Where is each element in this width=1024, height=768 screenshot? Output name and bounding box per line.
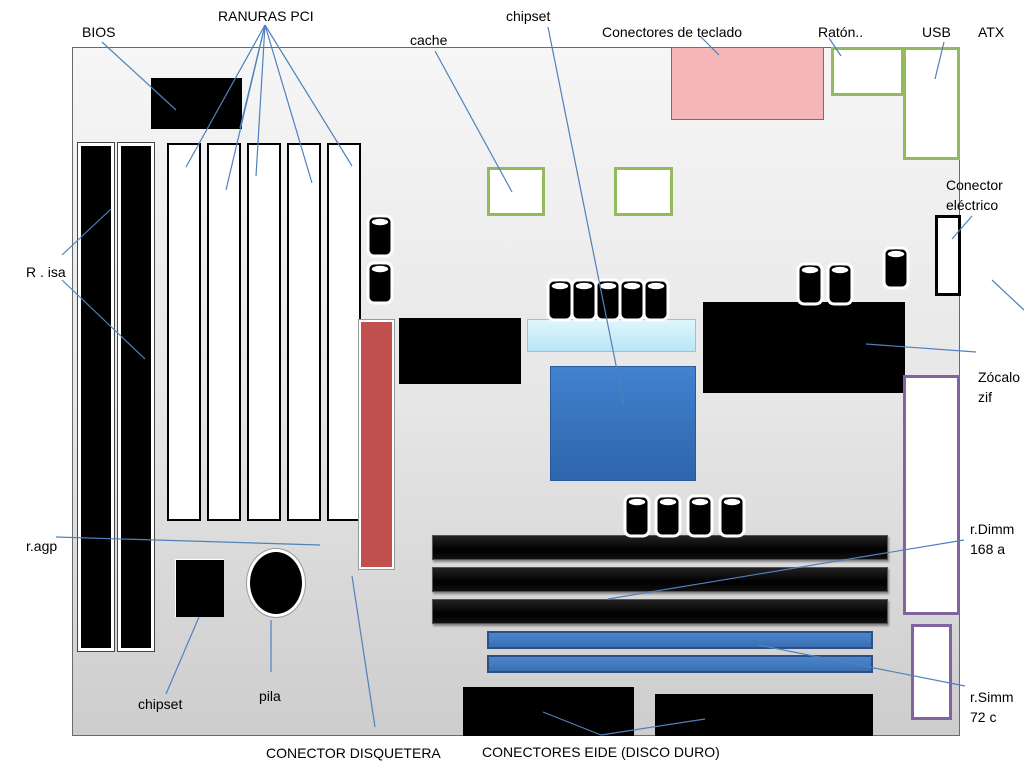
label-zocalo-1: Zócalo xyxy=(978,369,1021,385)
label-r-dimm-2: 168 a xyxy=(970,541,1006,557)
right-connector-tall xyxy=(903,375,960,615)
pci-slot xyxy=(207,143,241,521)
pci-slot xyxy=(287,143,321,521)
label-ranuras-pci: RANURAS PCI xyxy=(218,8,314,24)
isa-slot xyxy=(118,143,154,651)
label-r-agp: r.agp xyxy=(26,538,58,554)
dimm-slot xyxy=(432,535,888,560)
label-r-simm-2: 72 c xyxy=(970,709,997,725)
simm-slot xyxy=(487,655,873,673)
battery xyxy=(247,549,305,617)
keyboard-connector xyxy=(671,47,824,120)
label-conector-electrico-2: eléctrico xyxy=(946,197,999,213)
label-chipset-bottom: chipset xyxy=(138,696,183,712)
eide-connector xyxy=(655,694,873,736)
cache-chip xyxy=(487,167,545,216)
pci-slot xyxy=(327,143,361,521)
right-connector-small xyxy=(911,624,952,720)
label-cache: cache xyxy=(410,32,448,48)
chipset-small xyxy=(175,559,224,617)
label-raton: Ratón.. xyxy=(818,24,864,40)
bios-chip xyxy=(151,78,242,129)
northbridge-chipset xyxy=(550,366,696,481)
dimm-slot xyxy=(432,567,888,592)
ide-strip xyxy=(527,319,696,352)
label-r-simm-1: r.Simm xyxy=(970,689,1014,705)
label-zocalo-2: zif xyxy=(978,389,992,405)
agp-slot xyxy=(359,320,394,569)
isa-slot xyxy=(78,143,114,651)
label-conectores-teclado: Conectores de teclado xyxy=(602,24,743,40)
zif-socket xyxy=(703,302,905,393)
pci-slot xyxy=(247,143,281,521)
eide-connector xyxy=(463,687,634,736)
label-bios: BIOS xyxy=(82,24,116,40)
dimm-slot xyxy=(432,599,888,624)
label-conector-electrico-1: Conector xyxy=(946,177,1003,193)
cache-chip xyxy=(614,167,673,216)
mouse-connector xyxy=(831,47,904,96)
power-connector xyxy=(935,215,961,296)
southbridge-chip xyxy=(399,318,521,384)
label-conector-disquetera: CONECTOR DISQUETERA xyxy=(266,745,441,761)
label-r-isa: R . isa xyxy=(26,264,66,280)
simm-slot xyxy=(487,631,873,649)
label-r-dimm-1: r.Dimm xyxy=(970,521,1015,537)
label-atx: ATX xyxy=(978,24,1005,40)
label-pila: pila xyxy=(259,688,281,704)
label-usb: USB xyxy=(922,24,951,40)
label-chipset-top: chipset xyxy=(506,8,551,24)
pci-slot xyxy=(167,143,201,521)
label-conectores-eide: CONECTORES EIDE (DISCO DURO) xyxy=(482,744,720,760)
usb-connector xyxy=(903,47,960,160)
